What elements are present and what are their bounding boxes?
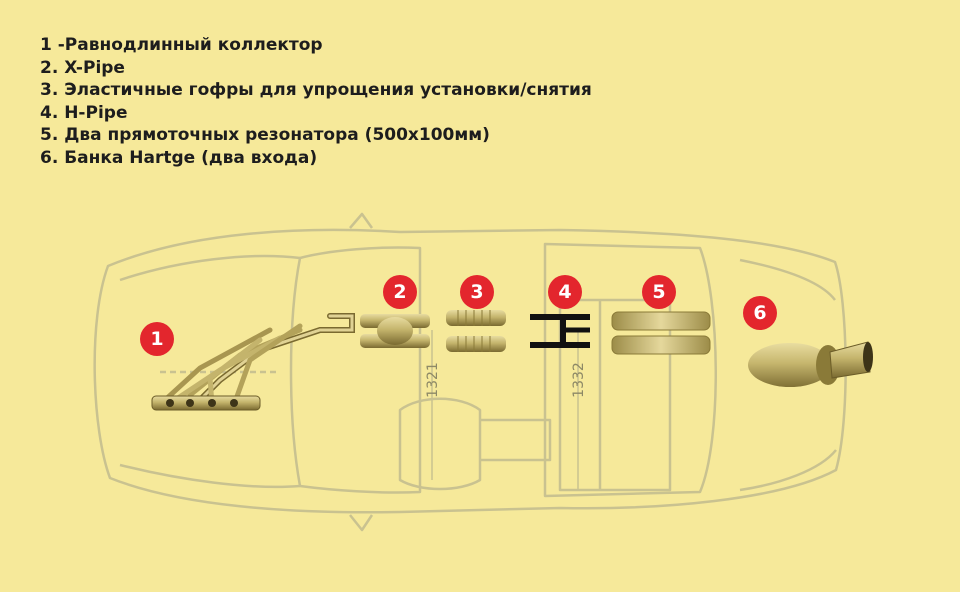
marker-1-label: 1 xyxy=(150,328,163,350)
dimension-1321: 1321 xyxy=(425,330,441,480)
legend-item-1: 1 -Равнодлинный коллектор xyxy=(40,35,323,55)
marker-2: 2 xyxy=(383,275,417,309)
flex-pipe-icon xyxy=(446,310,506,352)
h-pipe-icon xyxy=(530,314,590,348)
marker-1: 1 xyxy=(140,322,174,356)
marker-3: 3 xyxy=(460,275,494,309)
marker-4: 4 xyxy=(548,275,582,309)
legend-item-3: 3. Эластичные гофры для упрощения устано… xyxy=(40,80,592,100)
marker-6-label: 6 xyxy=(753,302,766,324)
car-outline-icon xyxy=(93,212,847,532)
marker-5-label: 5 xyxy=(652,281,665,303)
x-pipe-icon xyxy=(360,314,430,348)
legend-item-4: 4. H-Pipe xyxy=(40,102,128,123)
muffler-can-icon xyxy=(748,341,873,387)
exhaust-manifold-icon xyxy=(151,313,355,411)
straight-resonator-icon xyxy=(611,311,711,355)
marker-4-label: 4 xyxy=(558,281,571,303)
dimension-label-1332: 1332 xyxy=(571,362,587,398)
marker-2-label: 2 xyxy=(393,281,406,303)
dimension-1332: 1332 xyxy=(571,330,587,490)
legend-item-5: 5. Два прямоточных резонатора (500x100мм… xyxy=(40,125,490,145)
legend-item-2: 2. X-Pipe xyxy=(40,57,125,78)
legend-item-6: 6. Банка Hartge (два входа) xyxy=(40,147,318,168)
dimension-label-1321: 1321 xyxy=(425,362,441,398)
marker-6: 6 xyxy=(743,296,777,330)
legend-list: 1 -Равнодлинный коллектор 2. X-Pipe 3. Э… xyxy=(40,34,592,169)
marker-3-label: 3 xyxy=(470,281,483,303)
marker-5: 5 xyxy=(642,275,676,309)
